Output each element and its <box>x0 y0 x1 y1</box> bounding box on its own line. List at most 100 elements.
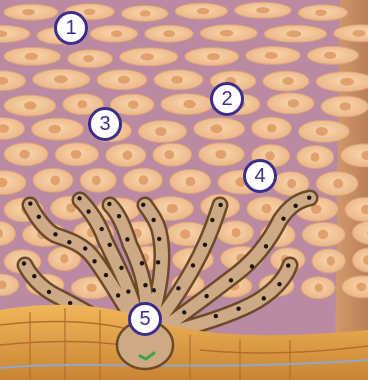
cell-nucleus <box>22 9 35 15</box>
melanin-granule <box>68 301 72 305</box>
melanin-granule <box>203 243 207 247</box>
melanin-granule <box>37 215 41 219</box>
marker-1: 1 <box>54 11 88 45</box>
cell-nucleus <box>118 76 130 84</box>
cell-nucleus <box>128 100 139 108</box>
cell-nucleus <box>180 229 191 239</box>
melanin-granule <box>277 282 281 286</box>
cell-nucleus <box>262 204 272 214</box>
cell-nucleus <box>315 283 323 292</box>
melanin-granule <box>86 209 90 213</box>
cell-nucleus <box>165 150 175 159</box>
melanin-granule <box>182 310 186 314</box>
cell-nucleus <box>311 152 320 161</box>
melanin-granule <box>99 227 103 231</box>
melanin-granule <box>141 203 145 207</box>
melanin-granule <box>262 296 266 300</box>
cell-nucleus <box>163 30 175 37</box>
cell-nucleus <box>318 230 328 240</box>
cell-nucleus <box>50 176 60 186</box>
cell-nucleus <box>24 101 36 109</box>
cell-nucleus <box>197 8 210 14</box>
melanin-granule <box>152 288 156 292</box>
melanin-granule <box>218 203 222 207</box>
melanin-granule <box>116 293 120 297</box>
cell-nucleus <box>25 53 38 60</box>
melanin-granule <box>307 196 311 200</box>
melanin-granule <box>286 263 290 267</box>
cell-nucleus <box>167 204 178 214</box>
cell-nucleus <box>87 283 97 292</box>
cell-nucleus <box>171 76 183 84</box>
marker-5-label: 5 <box>131 305 159 333</box>
cell-nucleus <box>316 127 328 136</box>
melanin-granule <box>119 266 123 270</box>
melanin-granule <box>125 237 129 241</box>
cell-nucleus <box>324 52 336 59</box>
cell-nucleus <box>140 53 154 60</box>
cell-nucleus <box>111 30 122 37</box>
cell-nucleus <box>215 150 226 159</box>
cell-nucleus <box>265 52 278 59</box>
cell-nucleus <box>288 99 299 107</box>
cell-nucleus <box>183 100 195 108</box>
marker-3: 3 <box>88 107 122 141</box>
cell-nucleus <box>207 53 220 60</box>
melanin-granule <box>293 204 297 208</box>
melanin-granule <box>53 232 57 236</box>
cell-nucleus <box>83 55 94 62</box>
marker-5: 5 <box>128 302 162 336</box>
cell-nucleus <box>60 254 68 264</box>
melanin-granule <box>107 202 111 206</box>
cell-nucleus <box>54 75 68 83</box>
marker-2-label: 2 <box>213 85 241 113</box>
cell-nucleus <box>77 100 87 108</box>
melanin-granule <box>77 196 81 200</box>
cell-nucleus <box>19 150 30 159</box>
melanin-granule <box>126 289 130 293</box>
cell-nucleus <box>340 102 351 110</box>
cell-nucleus <box>265 151 274 160</box>
cell-nucleus <box>210 124 222 133</box>
melanin-granule <box>236 307 240 311</box>
melanin-granule <box>176 286 180 290</box>
marker-2: 2 <box>210 82 244 116</box>
melanin-granule <box>151 218 155 222</box>
cell-nucleus <box>49 125 61 134</box>
melanin-granule <box>83 246 87 250</box>
cell-nucleus <box>327 256 335 266</box>
melanin-granule <box>264 244 268 248</box>
melanin-granule <box>143 283 147 287</box>
marker-3-label: 3 <box>91 110 119 138</box>
cell-nucleus <box>220 30 234 37</box>
cell-nucleus <box>92 176 101 186</box>
cell-nucleus <box>185 177 195 187</box>
cell-nucleus <box>340 78 354 86</box>
melanin-granule <box>104 273 108 277</box>
melanin-granule <box>210 218 214 222</box>
marker-1-label: 1 <box>57 14 85 42</box>
melanin-granule <box>250 264 254 268</box>
cell-nucleus <box>256 7 269 13</box>
melanin-granule <box>47 290 51 294</box>
cell-nucleus <box>286 30 301 37</box>
melanin-granule <box>92 259 96 263</box>
cell-nucleus <box>140 10 151 16</box>
cell-nucleus <box>155 127 167 136</box>
marker-4: 4 <box>243 159 277 193</box>
marker-4-label: 4 <box>246 162 274 190</box>
cell-nucleus <box>287 179 296 189</box>
melanin-granule <box>32 274 36 278</box>
cell-nucleus <box>84 9 96 15</box>
cell-nucleus <box>139 175 149 185</box>
cell-nucleus <box>71 150 82 159</box>
cell-nucleus <box>232 228 241 238</box>
melanin-granule <box>140 261 144 265</box>
melanin-granule <box>156 260 160 264</box>
melanin-granule <box>67 240 71 244</box>
cell-nucleus <box>283 77 294 85</box>
melanin-granule <box>22 261 26 265</box>
melanin-granule <box>214 314 218 318</box>
